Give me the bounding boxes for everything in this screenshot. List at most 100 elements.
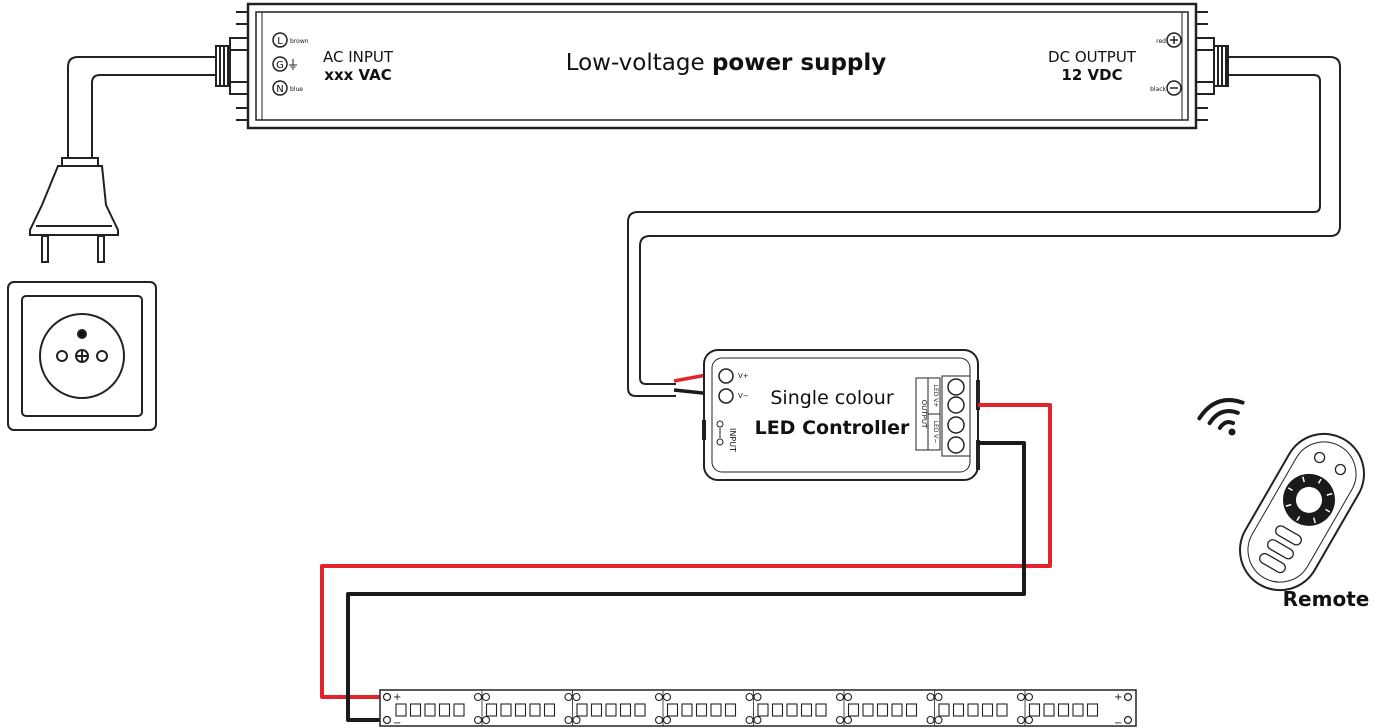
solder-pad-icon (926, 692, 935, 702)
terminal-plus-icon (1166, 32, 1182, 48)
strip-plus-pad-icon (382, 692, 392, 702)
strip-minus-pad-icon (382, 715, 392, 725)
output-label: OUTPUT (920, 400, 928, 429)
led-chip (485, 703, 498, 717)
led-chip (905, 703, 918, 717)
led-chip (666, 703, 679, 717)
input-terminal-vplus-icon (718, 368, 734, 384)
terminal-G-label: G (276, 60, 284, 71)
output-wires (320, 403, 1052, 722)
led-chip (862, 703, 874, 717)
strip-minus-label: − (393, 718, 401, 728)
solder-pad-icon (1016, 715, 1026, 725)
remote-button-2 (1267, 539, 1294, 560)
led-chip (576, 703, 588, 717)
led-controller: V+ V− INPUT Single colour LED Controller… (702, 349, 980, 481)
solder-pad-icon (753, 715, 762, 725)
solder-pad-icon (835, 692, 845, 702)
solder-pad-icon (654, 715, 664, 725)
solder-pad-icon (843, 692, 853, 702)
led-chip (1072, 703, 1084, 717)
power-supply: L brown G N blue AC INPUT xxx VAC Low-vo… (215, 2, 1229, 130)
red-wire-label: red (1156, 38, 1166, 45)
led-chip (605, 703, 617, 717)
solder-pad-icon (1016, 692, 1026, 702)
led-chip (815, 703, 827, 717)
led-chip (724, 703, 737, 717)
solder-pad-icon (745, 692, 754, 702)
ac-input-value: xxx VAC (324, 66, 391, 84)
dc-cable (627, 56, 1341, 397)
dc-output-title: DC OUTPUT (1048, 48, 1137, 66)
terminal-G-icon: G (272, 56, 288, 72)
vminus-label: V− (738, 392, 749, 400)
strip-end-plus-label: + (1114, 692, 1122, 703)
solder-pad-icon (934, 715, 943, 725)
black-wire-label: black (1150, 86, 1166, 93)
led-chip (876, 703, 889, 717)
led-chip (681, 703, 693, 717)
solder-pad-icon (1024, 715, 1034, 725)
led-chip (619, 703, 632, 717)
psu-title: Low-voltage power supply (566, 50, 887, 76)
led-chip (757, 703, 769, 717)
controller-title-line1: Single colour (770, 387, 893, 409)
terminal-L-label: L (277, 36, 283, 47)
input-label: INPUT (728, 428, 737, 452)
led-chip (710, 703, 722, 717)
led-chip (771, 703, 784, 717)
plug (29, 157, 119, 263)
solder-pad-icon (473, 692, 483, 702)
led-chip (800, 703, 813, 717)
ground-symbol-icon (289, 59, 297, 70)
led-chip (634, 703, 646, 717)
terminal-minus-icon (1166, 80, 1182, 96)
solder-pad-icon (926, 715, 935, 725)
solder-pad-icon (564, 715, 573, 725)
remote-off-button (1334, 463, 1347, 476)
led-chip (395, 703, 407, 717)
led-chip (996, 703, 1008, 717)
remote-power-button (1313, 451, 1326, 464)
wireless-signal-icon (1197, 398, 1245, 436)
led-chip (695, 703, 708, 717)
led-plus-label: LED V+ (932, 385, 939, 408)
led-chip (409, 703, 422, 717)
output-terminal-4-icon (947, 436, 965, 454)
solder-pad-icon (662, 715, 672, 725)
solder-pad-icon (745, 715, 754, 725)
led-chip (786, 703, 798, 717)
led-chip (1043, 703, 1055, 717)
polarity-symbol-icon (716, 420, 724, 446)
remote-control (1239, 432, 1365, 592)
led-chip (1028, 703, 1041, 717)
ac-input-title: AC INPUT (323, 48, 394, 66)
blue-wire-label: blue (290, 86, 303, 93)
solder-pad-icon (662, 692, 672, 702)
output-terminal-1-icon (947, 378, 965, 396)
ac-cable (67, 56, 218, 160)
led-chip (529, 703, 541, 717)
brown-wire-label: brown (290, 38, 309, 45)
led-chip (1057, 703, 1070, 717)
led-chip (891, 703, 903, 717)
output-terminal-2-icon (947, 396, 965, 414)
dc-output-value: 12 VDC (1061, 66, 1122, 84)
led-chip (438, 703, 451, 717)
solder-pad-icon (753, 692, 762, 702)
strip-end-minus-pad-icon (1123, 715, 1133, 725)
solder-pad-icon (481, 715, 491, 725)
solder-pad-icon (473, 715, 483, 725)
strip-end-plus-pad-icon (1123, 692, 1133, 702)
led-chip (967, 703, 979, 717)
solder-pad-icon (481, 692, 491, 702)
output-terminal-3-icon (947, 416, 965, 434)
led-strip: + − + − (379, 689, 1137, 728)
strip-end-minus-label: − (1114, 718, 1122, 728)
remote-button-3 (1259, 552, 1286, 574)
solder-pad-icon (564, 692, 573, 702)
led-minus-label: LED V− (932, 421, 939, 444)
solder-pad-icon (654, 692, 664, 702)
led-chip (847, 703, 860, 717)
